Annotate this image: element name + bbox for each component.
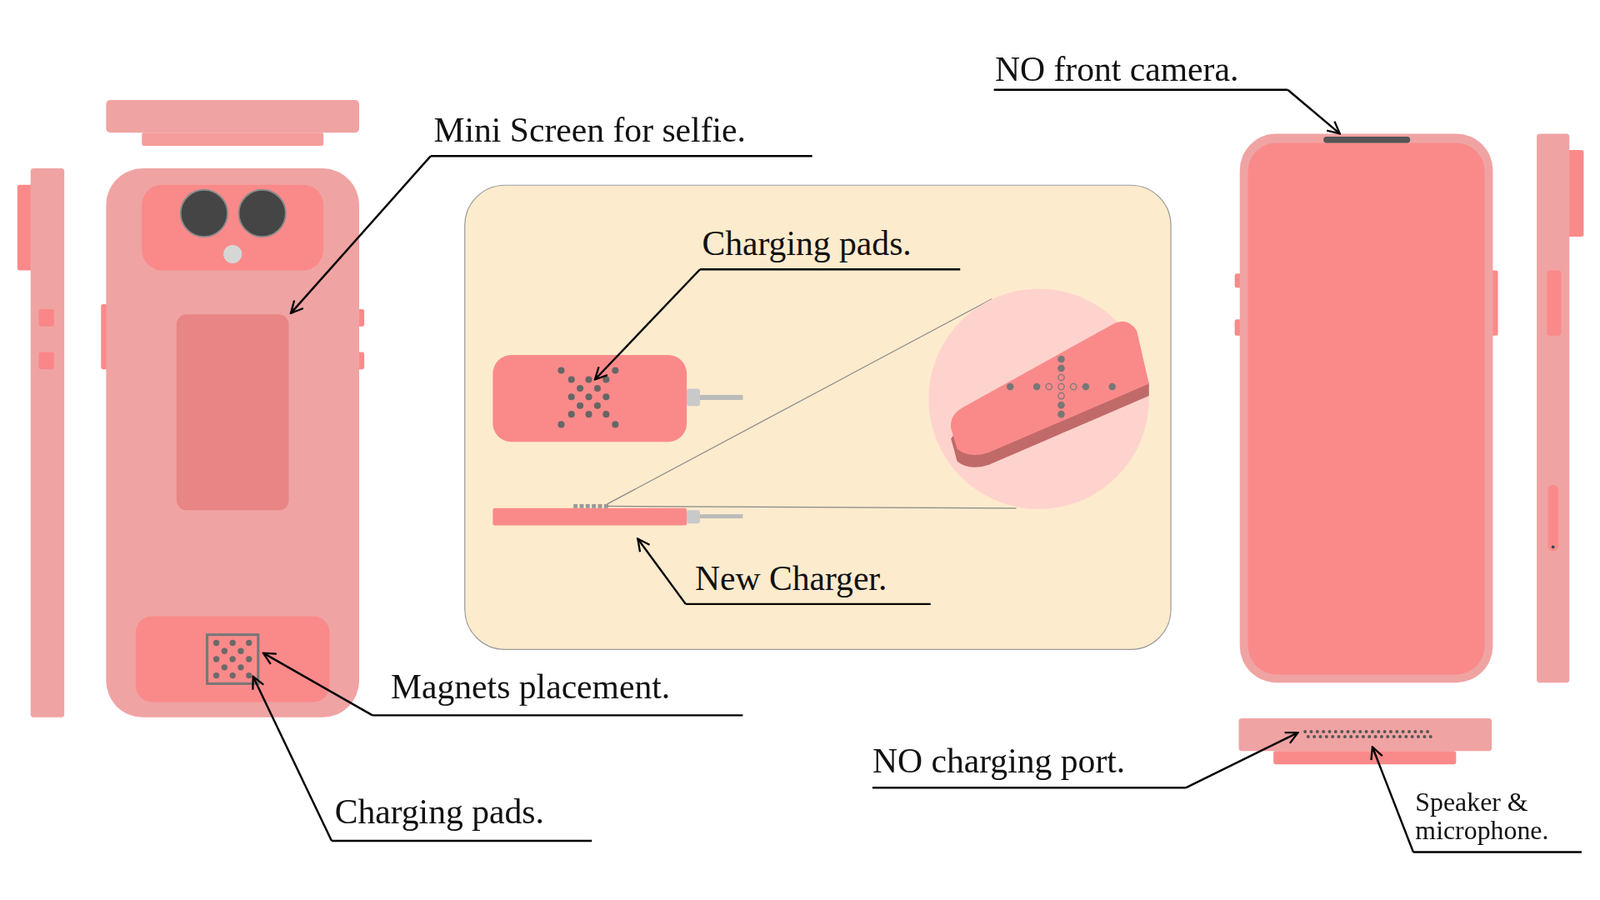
leader-lines — [253, 90, 1582, 853]
phone-back — [100, 100, 365, 718]
callout-label: New Charger. — [695, 561, 887, 597]
callout-label: Magnets placement. — [390, 670, 670, 705]
callout-label: NO charging port. — [872, 744, 1125, 780]
callout-label: Mini Screen for selfie. — [433, 113, 746, 149]
phone-side-left — [17, 168, 65, 718]
callout-label: Speaker & microphone. — [1415, 789, 1584, 845]
callout-label: Charging pads. — [335, 795, 545, 830]
callout-label: NO front camera. — [995, 52, 1239, 88]
callout-label: Charging pads. — [701, 226, 911, 262]
phone-side-right — [1536, 133, 1584, 683]
phone-front — [1235, 133, 1499, 765]
charger-panel: Charging pads. New Charger. — [464, 185, 1172, 650]
